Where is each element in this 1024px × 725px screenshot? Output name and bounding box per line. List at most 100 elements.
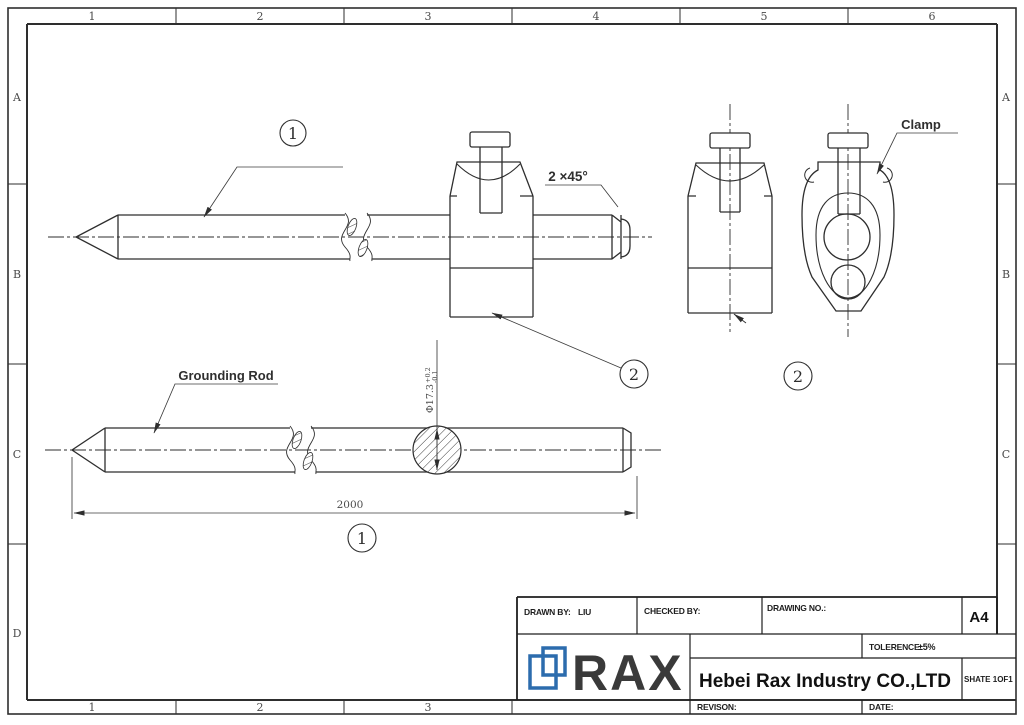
clamp-shoulder [687,162,773,197]
bolt-shaft [837,148,861,215]
grid-top-6: 6 [929,10,936,23]
grounding-rod-leader [153,383,278,434]
bolt-head [469,131,511,148]
balloon-1-bottom: 1 [347,523,377,553]
break-hatch [302,452,314,470]
diameter-dimension: Φ17.3 +0.2 -0.1 [424,340,440,471]
grid-bottom-1: 1 [89,701,96,714]
grid-left-b: B [13,268,21,281]
title-block: DRAWN BY: LIU CHECKED BY: DRAWING NO.: A… [516,596,1016,714]
dia-tol-minus: -0.1 [431,370,439,383]
bolt-shaft [479,147,503,214]
rod-end-chamfer [622,427,632,473]
chamfer-callout: 2 ×45° [545,169,619,208]
clamp-inner-contour [815,192,881,299]
rod-right-segment [533,214,622,260]
title-block-lines [516,596,1016,714]
clamp-profile-outline [801,161,895,312]
grid-right-c: C [1002,448,1010,461]
balloon-circle [619,359,649,389]
break-line [341,212,351,262]
logo-text: RAX [572,645,684,701]
chamfer-leader [545,184,619,208]
grounding-rod-label: Grounding Rod [178,368,273,383]
grid-left-d: D [13,627,22,640]
balloon-1-leader [203,166,343,218]
company-name: Hebei Rax Industry CO.,LTD [699,671,951,692]
bottom-strip-dividers [175,700,513,714]
grid-top-3: 3 [425,10,432,23]
break-hatch [346,218,358,236]
logo-mark-icon [541,646,567,677]
grid-top-4: 4 [593,10,600,23]
clamp-front-view [687,104,773,332]
dia-tol-plus: +0.2 [424,367,432,383]
chamfer-label: 2 ×45° [548,169,588,184]
rod-tip [74,214,119,260]
grid-top-2: 2 [257,10,264,23]
rod-hole-circle [823,213,871,261]
sheet-label: SHATE 1OF1 [964,675,1013,684]
clamp-body [449,195,534,318]
grid-right-b: B [1002,268,1010,281]
balloon-1-top: 1 [203,119,343,218]
clamp-body [687,195,773,314]
grid-left-c: C [13,448,21,461]
grid-left-a: A [12,91,22,104]
grid-bottom-2: 2 [257,701,264,714]
rod-assembly-view [48,131,652,318]
balloon-number: 1 [288,124,298,143]
length-dimension: 2000 [71,457,638,519]
grid-references: 1 2 3 4 5 6 1 2 3 A B C D A B C [12,10,1011,714]
right-strip-dividers [997,183,1016,545]
outer-border [7,7,1017,715]
clamp-side-view [801,104,895,337]
checked-by-label: CHECKED BY: [644,606,701,616]
grid-top-1: 1 [89,10,96,23]
tolerance-value: ±5% [918,642,936,652]
balloon-2-assembly: 2 [491,312,649,389]
clamp-saddle-arc [695,164,765,182]
drawing-no-label: DRAWING NO.: [767,603,826,613]
balloon-number: 2 [793,367,803,386]
extension-lines [71,457,638,519]
balloon-circle [783,361,813,391]
top-strip-dividers [175,8,849,24]
clamp-shoulder [449,161,534,197]
balloon-circle [347,523,377,553]
drawn-by-label: DRAWN BY: [524,607,571,617]
dia-dim-text: Φ17.3 [425,384,436,413]
rod-body-lines [118,214,450,260]
drawn-by-value: LIU [578,607,591,617]
grid-top-5: 5 [761,10,768,23]
clamp-callout: Clamp [876,117,958,175]
bolt-head [709,132,751,149]
balloon-number: 2 [629,365,639,384]
grid-right-a: A [1001,91,1011,104]
grid-bottom-3: 3 [425,701,432,714]
clamp-leader [876,132,958,175]
tolerance-label: TOLERENCE: [869,642,922,652]
small-pointer-arrow [733,313,747,324]
paper-size: A4 [969,609,989,626]
clamp-saddle-arc [456,163,521,181]
balloon-circle [279,119,307,147]
rod-tip [70,427,106,473]
conductor-hole-circle [830,264,866,300]
break-line [286,425,296,475]
bolt-head [827,132,869,149]
clamp-hook-notches [804,167,893,183]
rod-body-lines [105,427,623,473]
date-label: DATE: [869,702,894,712]
rax-logo: RAX [528,645,684,701]
balloon-number: 1 [357,529,367,548]
break-hatch [291,431,303,449]
balloon-2-side: 2 [783,361,813,391]
balloon-2-leader [491,312,622,369]
left-strip-dividers [8,183,27,545]
rod-end-cap [620,215,631,259]
border-frame [7,7,1017,715]
inner-frame [26,23,1016,701]
